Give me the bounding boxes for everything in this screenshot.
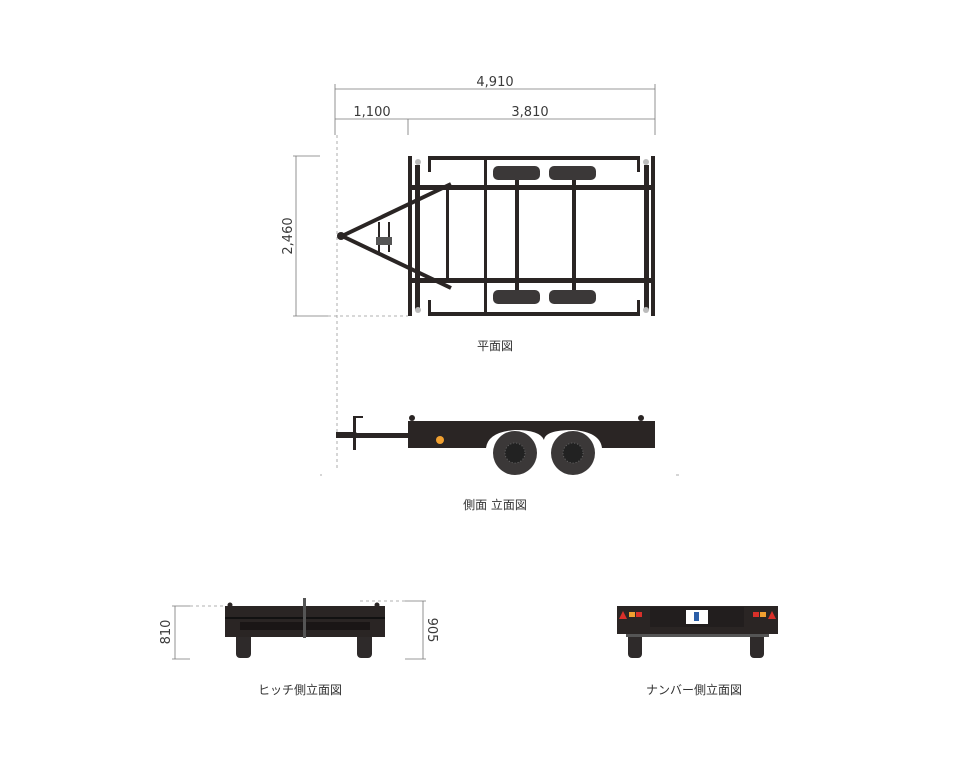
dim-overall-length: 4,910 bbox=[476, 75, 513, 90]
side-view-title: 側面 立面図 bbox=[463, 497, 527, 512]
dim-deck-height: 810 bbox=[159, 620, 174, 645]
plan-wheels bbox=[493, 166, 596, 304]
plan-frame bbox=[408, 156, 655, 316]
tail-light-left bbox=[619, 611, 642, 619]
side-view: 側面 立面図 bbox=[320, 415, 680, 512]
hitch-view: 810 905 ヒッチ側立面図 bbox=[159, 598, 439, 697]
dimension-lines bbox=[293, 84, 656, 470]
plan-a-frame-tongue bbox=[337, 182, 452, 290]
side-wheels bbox=[493, 431, 595, 475]
side-marker-light bbox=[436, 436, 444, 444]
rear-view-title: ナンバー側立面図 bbox=[646, 682, 742, 697]
dim-overall-height: 905 bbox=[424, 618, 439, 643]
dim-bed-length: 3,810 bbox=[511, 105, 548, 120]
rear-view: ナンバー側立面図 bbox=[617, 606, 778, 697]
hitch-view-title: ヒッチ側立面図 bbox=[258, 682, 342, 697]
dim-hitch-length: 1,100 bbox=[353, 105, 390, 120]
plan-view: 4,910 1,100 3,810 2,460 bbox=[281, 75, 656, 470]
plan-view-title: 平面図 bbox=[477, 339, 513, 353]
dim-width: 2,460 bbox=[281, 217, 296, 254]
tail-light-right bbox=[753, 611, 776, 619]
